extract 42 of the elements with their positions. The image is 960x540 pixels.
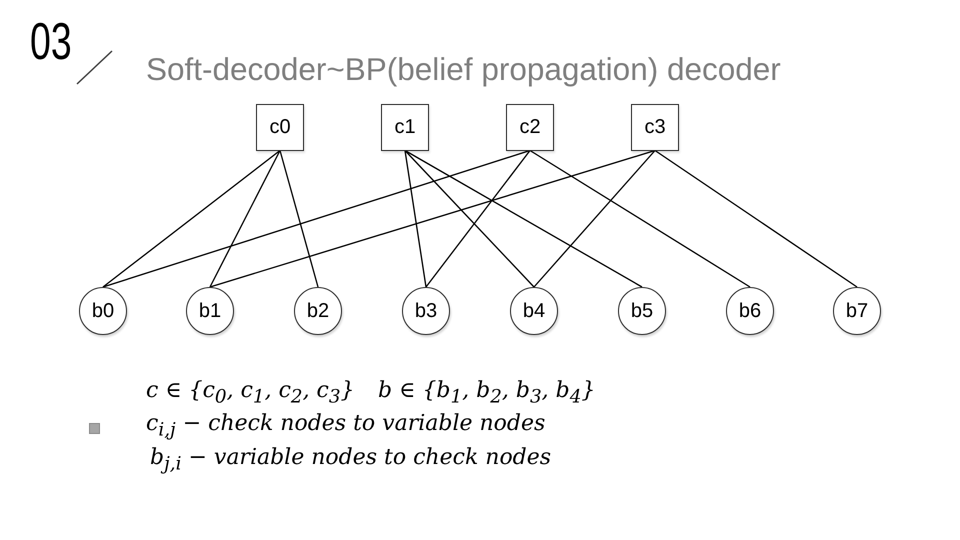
check-node-box (506, 104, 554, 150)
check-node-box (381, 104, 429, 150)
variable-node-circle (79, 287, 127, 335)
node-label: b2 (306, 301, 330, 321)
node-label: b1 (198, 301, 222, 321)
notation-text: c$_{i,j}$ − check nodes to variable nodes (146, 412, 546, 441)
node-label: b7 (846, 301, 868, 321)
connector-line (102, 150, 280, 288)
connector-line (654, 150, 858, 288)
variable-node-circle (833, 287, 881, 335)
check-node-box (256, 104, 304, 150)
node-label: b5 (630, 301, 654, 321)
notation-text: b$_{j,i}$ − variable nodes to check nodes (150, 446, 552, 475)
connector-line (534, 150, 656, 288)
connector-line (279, 150, 319, 288)
connector-line (404, 150, 642, 288)
variable-node-circle (402, 287, 450, 335)
connector-line (425, 150, 531, 288)
connector-line (404, 150, 427, 288)
section-number: 03 (30, 19, 72, 66)
variable-node-circle (294, 287, 342, 335)
node-label: c3 (644, 117, 666, 137)
node-label: c2 (519, 117, 541, 137)
connector-line (530, 150, 750, 288)
node-label: b4 (522, 301, 546, 321)
variable-node-circle (510, 287, 558, 335)
slide-title: Soft-decoder~BP(belief propagation) decoder (146, 52, 781, 87)
node-label: b0 (92, 301, 114, 321)
variable-node-circle (726, 287, 774, 335)
check-node-box (631, 104, 679, 150)
connector-line (210, 150, 656, 288)
connector-line (404, 150, 534, 288)
variable-node-circle (618, 287, 666, 335)
node-label: b6 (738, 301, 762, 321)
set-definition: c ∈ {c$_{0}$, c$_{1}$, c$_{2}$, c$_{3}$} (146, 379, 355, 408)
node-label: b3 (414, 301, 438, 321)
node-label: c1 (394, 117, 416, 137)
connector-line (209, 150, 281, 288)
node-label: c0 (269, 117, 291, 137)
set-definition: b ∈ {b$_{1}$, b$_{2}$, b$_{3}$, b$_{4}$} (378, 379, 596, 408)
variable-node-circle (186, 287, 234, 335)
connector-line (102, 150, 530, 288)
